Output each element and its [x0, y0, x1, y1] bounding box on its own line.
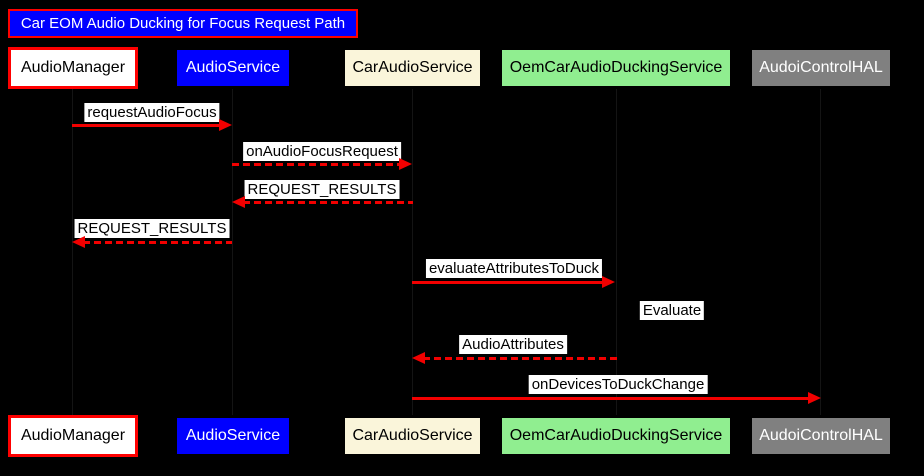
message-label-on-audio-focus-request: onAudioFocusRequest [243, 142, 401, 161]
message-label-audio-attributes: AudioAttributes [459, 335, 567, 354]
message-label-request-results-2: REQUEST_RESULTS [74, 219, 230, 238]
arrow-line [412, 281, 604, 284]
participant-audio-control-hal-top: AudoiControlHAL [752, 50, 890, 86]
message-label-evaluate-attributes-to-duck: evaluateAttributesToDuck [425, 259, 603, 278]
participant-audio-service-bottom: AudioService [177, 418, 289, 454]
lifeline-car-audio-service [412, 89, 413, 415]
participant-oem-car-audio-ducking-service-top: OemCarAudioDuckingService [502, 50, 730, 86]
arrow-line [232, 163, 401, 166]
arrow-line [412, 397, 810, 400]
arrowhead-right-icon [602, 276, 615, 288]
arrowhead-right-icon [399, 158, 412, 170]
lifeline-audio-manager [72, 89, 73, 415]
lifeline-audio-control-hal [820, 89, 821, 415]
arrow-request-results-1 [232, 196, 413, 209]
arrow-request-results-2 [72, 236, 232, 249]
participant-car-audio-service-bottom: CarAudioService [345, 418, 480, 454]
arrowhead-left-icon [232, 196, 245, 208]
arrow-on-audio-focus-request [232, 158, 412, 171]
participant-audio-manager-top: AudioManager [8, 47, 138, 89]
participant-audio-manager-bottom: AudioManager [8, 415, 138, 457]
arrowhead-left-icon [412, 352, 425, 364]
participant-audio-control-hal-bottom: AudoiControlHAL [752, 418, 890, 454]
arrow-line [243, 201, 413, 204]
arrowhead-left-icon [72, 236, 85, 248]
arrow-evaluate-attributes-to-duck [412, 276, 615, 289]
arrow-line [72, 124, 221, 127]
lifeline-oem-car-audio-ducking-service [616, 89, 617, 415]
participant-oem-car-audio-ducking-service-bottom: OemCarAudioDuckingService [502, 418, 730, 454]
arrow-on-devices-to-duck-change [412, 392, 821, 405]
arrow-line [423, 357, 617, 360]
message-label-evaluate: Evaluate [639, 301, 705, 320]
participant-audio-service-top: AudioService [177, 50, 289, 86]
message-label-on-devices-to-duck-change: onDevicesToDuckChange [528, 375, 708, 394]
arrowhead-right-icon [808, 392, 821, 404]
arrowhead-right-icon [219, 119, 232, 131]
message-label-request-results-1: REQUEST_RESULTS [244, 180, 400, 199]
participant-car-audio-service-top: CarAudioService [345, 50, 480, 86]
arrow-line [83, 241, 232, 244]
lifeline-audio-service [232, 89, 233, 415]
arrow-request-audio-focus [72, 119, 232, 132]
arrow-audio-attributes [412, 352, 617, 365]
message-label-request-audio-focus: requestAudioFocus [84, 103, 220, 122]
diagram-title: Car EOM Audio Ducking for Focus Request … [8, 9, 358, 38]
